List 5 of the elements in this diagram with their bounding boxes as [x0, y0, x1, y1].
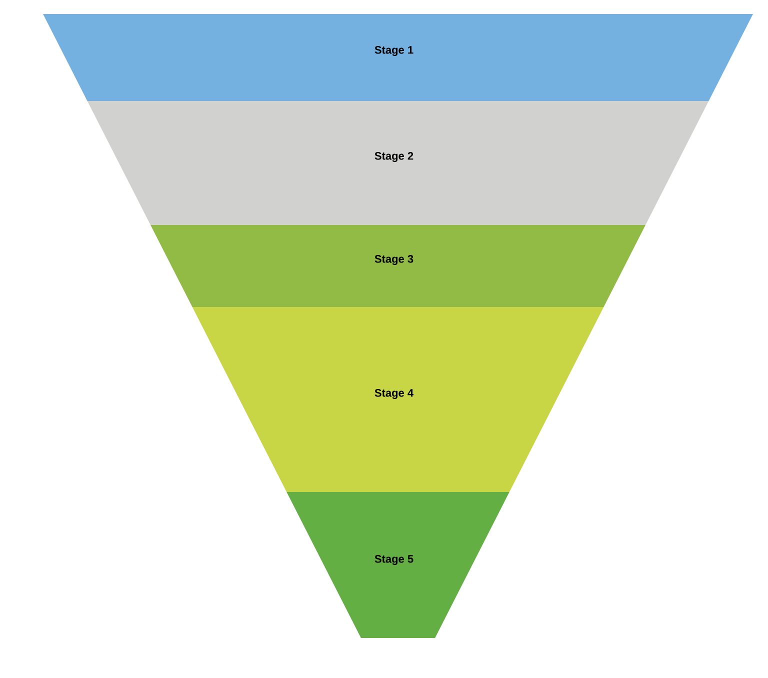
funnel-stage: Stage 1 [43, 14, 753, 101]
funnel-stage: Stage 4 [192, 307, 604, 492]
funnel-stage: Stage 3 [150, 225, 646, 307]
funnel-stage: Stage 2 [87, 101, 709, 225]
funnel-stage: Stage 5 [286, 492, 510, 638]
